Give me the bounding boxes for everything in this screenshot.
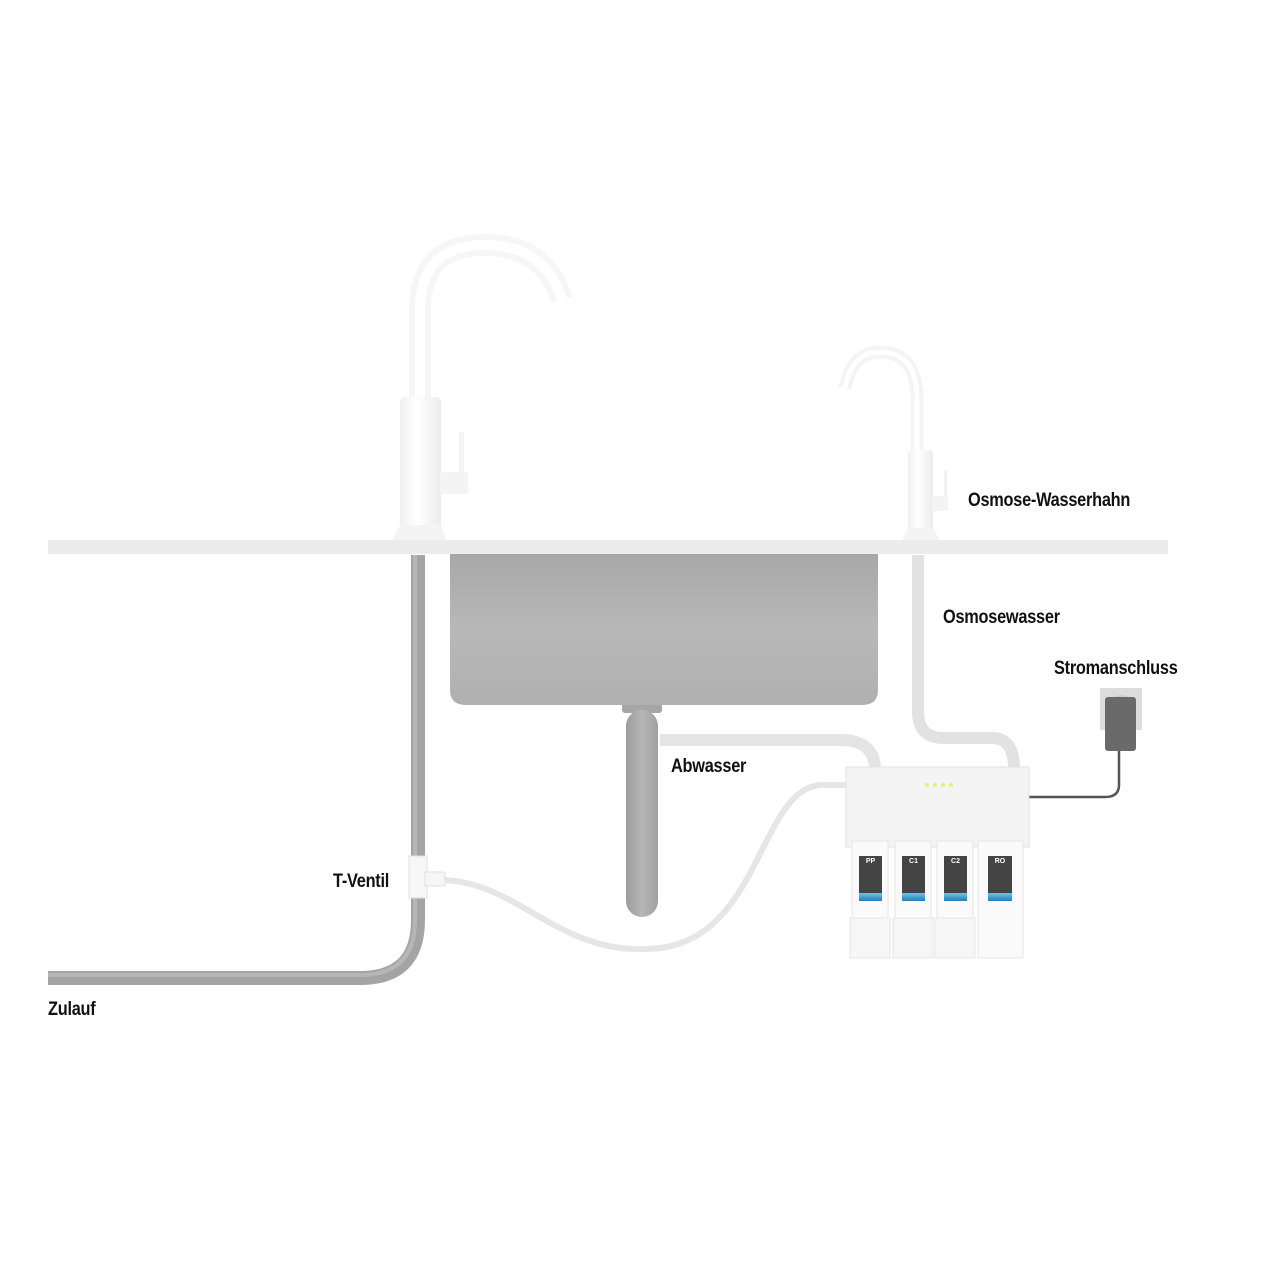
filter-code-ro: RO	[995, 858, 1006, 865]
filter-code-c1: C1	[909, 858, 918, 865]
waste-water-tube	[660, 734, 881, 771]
indicator-led	[933, 783, 937, 787]
label-ro-water: Osmosewasser	[943, 607, 1060, 628]
t-valve[interactable]	[408, 855, 446, 899]
supply-tube	[439, 782, 850, 953]
filter-cartridge-ro[interactable]: RO	[977, 840, 1024, 959]
indicator-led	[925, 783, 929, 787]
filter-cartridge-pp[interactable]: PP	[849, 840, 891, 959]
drain-pipe	[622, 703, 662, 917]
filter-cartridge-c1[interactable]: C1	[892, 840, 934, 959]
indicator-led	[941, 783, 945, 787]
countertop	[48, 540, 1168, 554]
kitchen-faucet	[392, 233, 573, 540]
inlet-pipe	[48, 555, 425, 985]
label-t-valve: T-Ventil	[333, 871, 390, 892]
label-inlet: Zulauf	[48, 999, 96, 1020]
label-waste-water: Abwasser	[671, 756, 747, 777]
filter-code-pp: PP	[866, 858, 876, 865]
indicator-led	[949, 783, 953, 787]
filter-cartridge-c2[interactable]: C2	[934, 840, 976, 959]
power-adapter	[1028, 688, 1142, 799]
ro-filter-unit: PP C1 C2 RO	[845, 766, 1030, 959]
sink-basin	[450, 554, 878, 705]
label-ro-faucet: Osmose-Wasserhahn	[968, 490, 1131, 511]
filter-code-c2: C2	[951, 858, 960, 865]
ro-water-tube	[912, 555, 1020, 769]
label-power: Stromanschluss	[1054, 658, 1178, 679]
ro-faucet	[838, 345, 948, 540]
